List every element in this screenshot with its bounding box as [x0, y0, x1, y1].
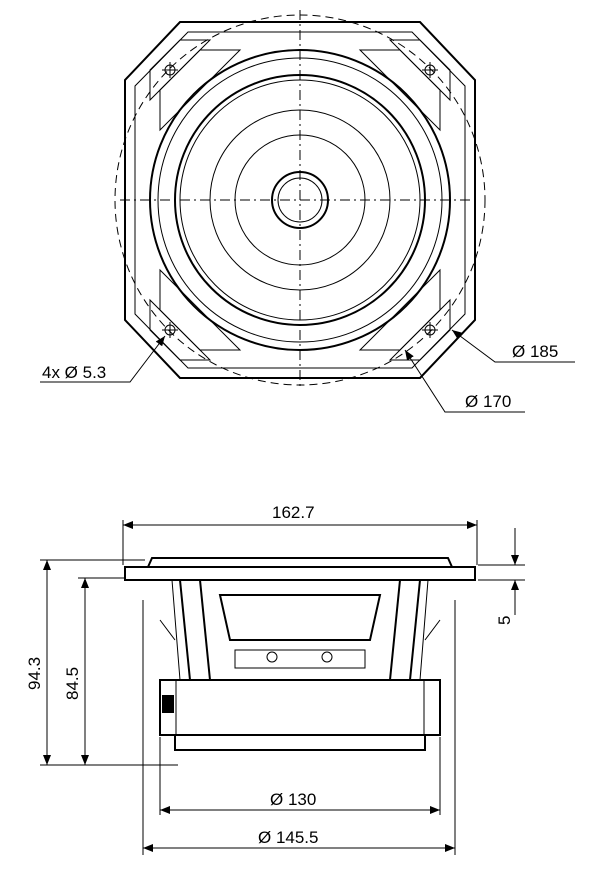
bolt-circle-label: Ø 170: [465, 392, 511, 411]
back-plate: [174, 734, 426, 751]
side-view: [40, 520, 525, 855]
basket-diameter-label: Ø 145.5: [258, 828, 319, 847]
label-sticker: [162, 695, 174, 713]
outer-diameter-label: Ø 185: [512, 342, 558, 361]
frame-outline: [124, 21, 476, 379]
surround: [147, 557, 453, 568]
width-label: 162.7: [272, 503, 315, 522]
mount-depth-label: 84.5: [63, 667, 82, 700]
hole-label: 4x Ø 5.3: [42, 363, 106, 382]
magnet-diameter-label: Ø 130: [270, 790, 316, 809]
total-height-label: 94.3: [25, 657, 44, 690]
flange: [124, 566, 476, 581]
basket-legs: [179, 579, 421, 681]
magnet: [159, 679, 441, 736]
flange-thickness-label: 5: [495, 616, 514, 625]
mounting-holes: [162, 62, 438, 338]
voice-coil: [218, 594, 382, 641]
top-view: [40, 10, 575, 413]
